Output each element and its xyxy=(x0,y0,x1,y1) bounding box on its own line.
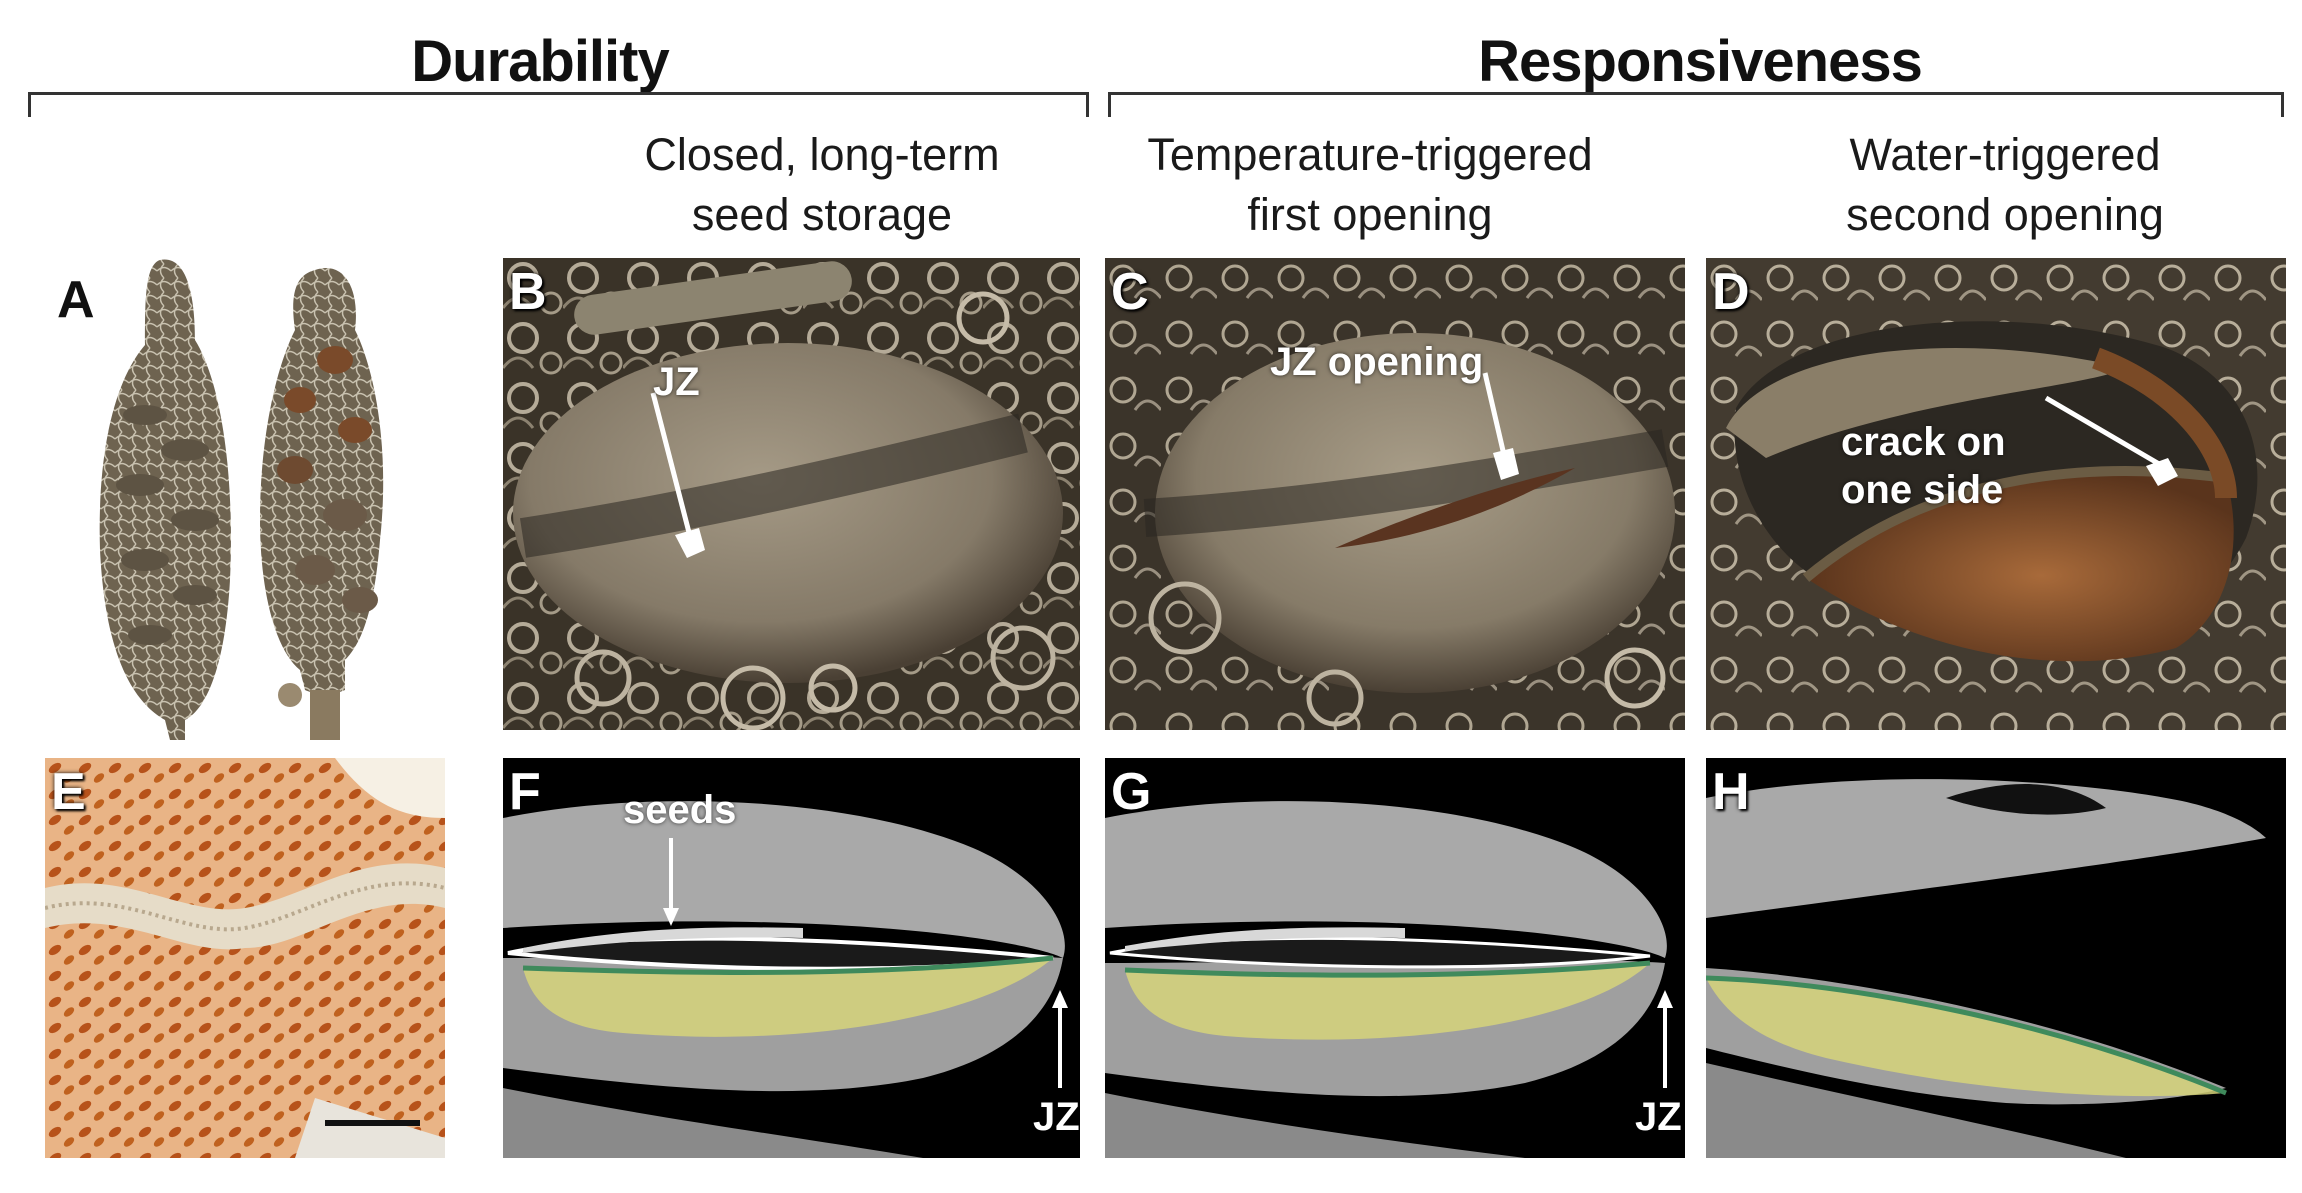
column-heading-b-line2: seed storage xyxy=(691,189,953,240)
second-opening-photo xyxy=(1706,258,2286,730)
second-opening-ct-section xyxy=(1706,779,2266,1158)
annotation-d-crack-line2: one side xyxy=(1841,468,2004,512)
annotation-d-crack-line1: crack on xyxy=(1841,420,2006,464)
panel-label-g: G xyxy=(1111,763,1152,821)
panel-label-a: A xyxy=(57,271,95,329)
panel-label-h: H xyxy=(1712,763,1750,821)
annotation-f-jz: JZ xyxy=(1033,1095,1080,1139)
column-heading-d-line2: second opening xyxy=(1846,189,2164,240)
panel-d: D crack on one side xyxy=(1706,258,2286,730)
stained-tissue-image xyxy=(45,758,445,1158)
panel-e: E xyxy=(45,758,445,1158)
responsiveness-bracket xyxy=(1108,92,2284,117)
annotation-c-jz-opening: JZ opening xyxy=(1270,340,1484,384)
column-heading-c: Temperature-triggered first opening xyxy=(1075,125,1665,245)
durability-bracket xyxy=(28,92,1089,117)
annotation-g-jz: JZ xyxy=(1635,1095,1682,1139)
first-opening-ct-section xyxy=(1105,801,1673,1158)
panel-label-b: B xyxy=(509,263,547,321)
panel-h: H xyxy=(1706,758,2286,1158)
annotation-f-seeds: seeds xyxy=(623,788,737,832)
panel-f: F seeds JZ xyxy=(503,758,1080,1158)
column-heading-d-line1: Water-triggered xyxy=(1849,129,2161,180)
annotation-d-crack: crack on one side xyxy=(1841,418,2006,514)
banksia-cones-image xyxy=(99,259,384,740)
panel-c: C JZ opening xyxy=(1105,258,1685,730)
panel-label-e: E xyxy=(51,763,86,821)
panel-label-c: C xyxy=(1111,263,1149,321)
column-heading-b-line1: Closed, long-term xyxy=(644,129,1000,180)
column-heading-c-line2: first opening xyxy=(1247,189,1493,240)
column-heading-c-line1: Temperature-triggered xyxy=(1147,129,1593,180)
panel-g: G JZ xyxy=(1105,758,1685,1158)
closed-follicle-ct-section xyxy=(503,801,1068,1158)
panel-b: B JZ xyxy=(503,258,1080,730)
column-heading-d: Water-triggered second opening xyxy=(1710,125,2300,245)
durability-heading: Durability xyxy=(411,29,670,94)
first-opening-photo xyxy=(1105,258,1685,730)
panel-label-f: F xyxy=(509,763,541,821)
panel-label-d: D xyxy=(1712,263,1750,321)
column-heading-b: Closed, long-term seed storage xyxy=(527,125,1117,245)
annotation-b-jz: JZ xyxy=(653,360,700,404)
closed-follicle-photo xyxy=(503,258,1080,730)
panel-a: A xyxy=(45,250,445,740)
responsiveness-heading: Responsiveness xyxy=(1478,29,1923,94)
